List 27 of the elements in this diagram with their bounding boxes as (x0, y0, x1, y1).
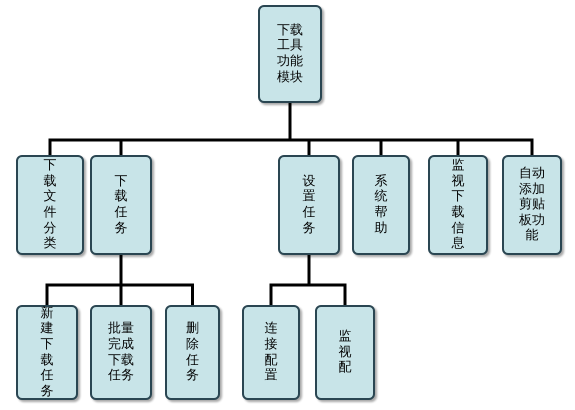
module-box (428, 155, 488, 255)
module-label: 批量完成下载任务 (108, 321, 134, 384)
module-box (502, 155, 562, 255)
module-box (90, 305, 152, 400)
module-label: 下载工具功能模块 (277, 22, 303, 86)
module-label: 系统帮助 (374, 174, 388, 236)
connector-line (120, 255, 194, 305)
module-box (90, 155, 152, 255)
module-box (242, 305, 300, 400)
module-label: 监视配 (338, 329, 352, 376)
connector-line (308, 255, 346, 305)
module-box (16, 305, 78, 400)
module-box (16, 155, 84, 255)
module-label: 监视下载信息 (452, 158, 464, 252)
module-label: 设置任务 (302, 174, 316, 236)
module-box (278, 155, 340, 255)
module-box (315, 305, 375, 400)
module-label: 连接配置 (264, 321, 278, 384)
module-label: 下载任务 (114, 174, 128, 236)
connector-line (288, 103, 534, 155)
module-box (258, 5, 322, 103)
module-label: 删除任务 (186, 321, 199, 384)
module-label: 新建下载任务 (40, 306, 54, 400)
module-label: 下载文件分类 (44, 158, 56, 252)
module-label: 自动添加剪贴板功能 (519, 166, 545, 244)
module-box (165, 305, 220, 400)
module-box (352, 155, 410, 255)
